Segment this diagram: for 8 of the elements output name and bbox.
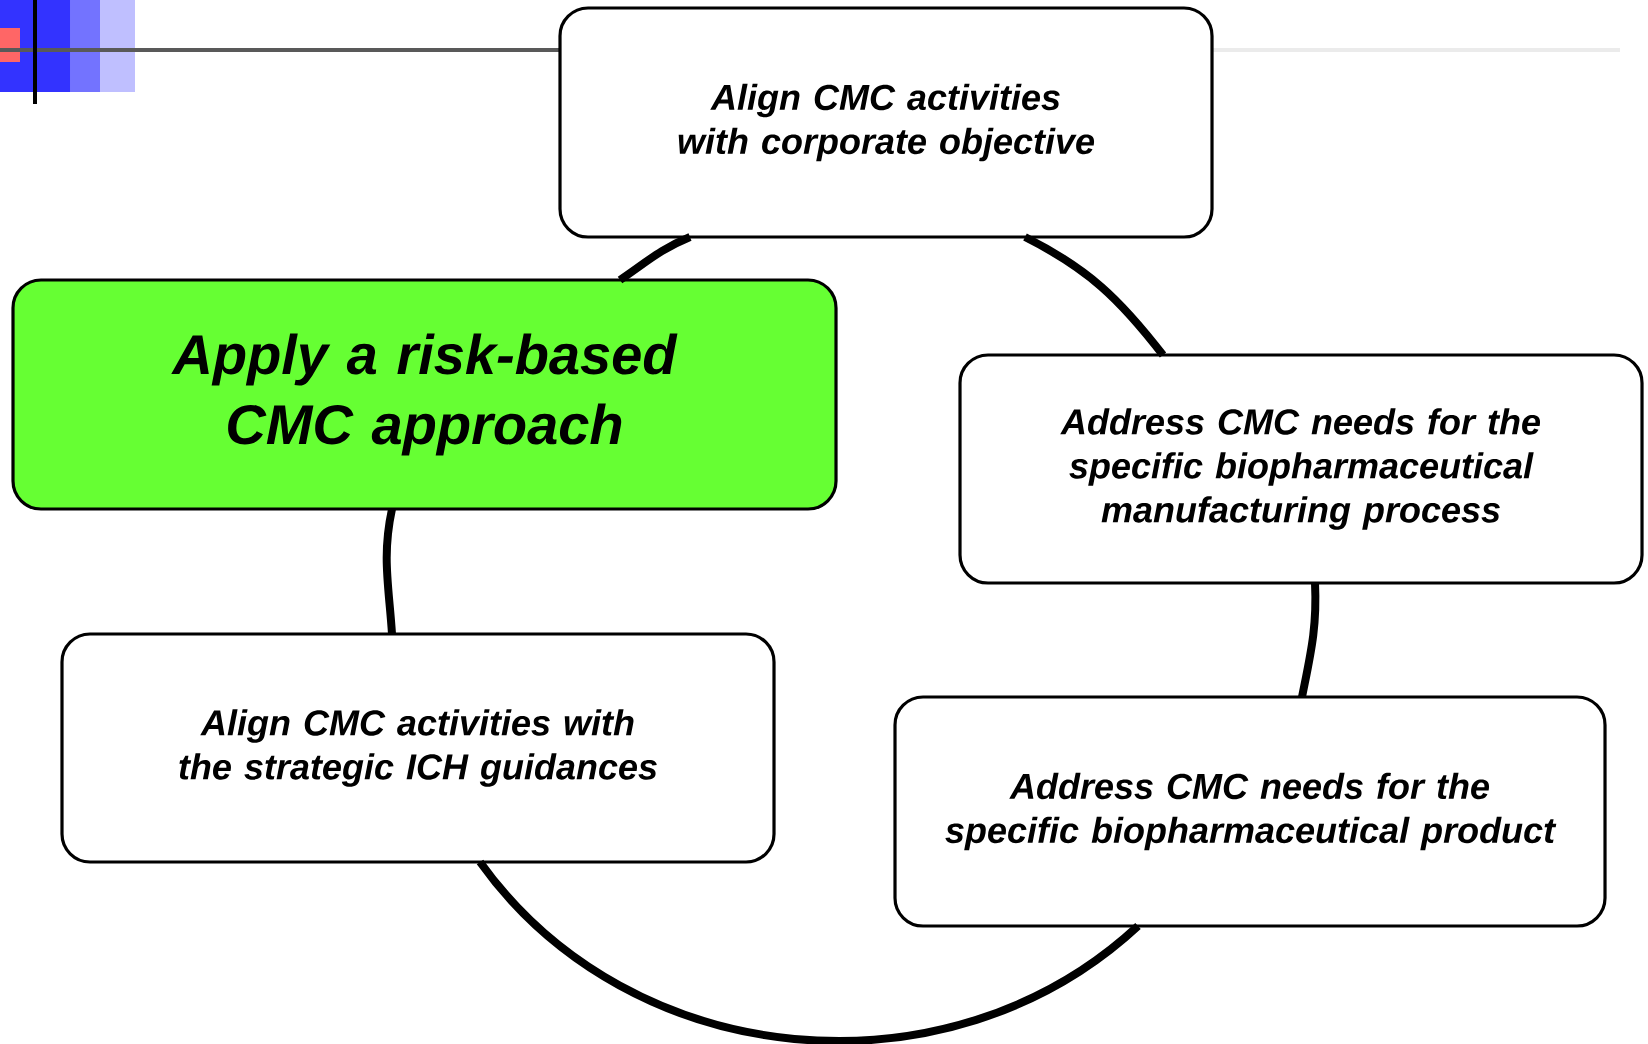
connector-arc [382, 508, 396, 635]
connector-arc [476, 859, 1141, 1044]
process-box: Address CMC needs for the specific biopharmaceutical product [893, 695, 1607, 928]
highlight-box: Apply a risk-based CMC approach [11, 278, 838, 511]
process-box: Align CMC activities with corporate objective [558, 6, 1214, 239]
process-box: Align CMC activities with the strategic ICH guidances [60, 632, 776, 864]
process-box: Address CMC needs for the specific biopharmaceutical manufacturing process [958, 353, 1644, 585]
connector-arc [1023, 233, 1167, 358]
